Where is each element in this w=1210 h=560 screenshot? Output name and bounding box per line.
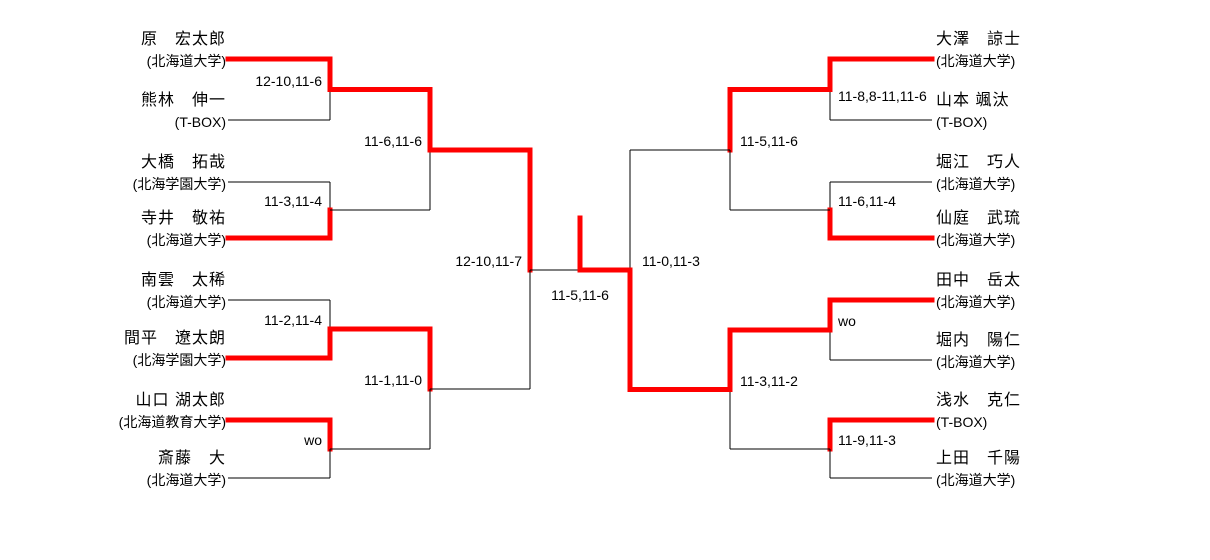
- player-name: 熊林 伸一: [140, 92, 226, 109]
- player-affiliation: (北海学園大学): [132, 352, 226, 368]
- round2-score: 11-5,11-6: [740, 132, 798, 149]
- semifinal-score: 11-0,11-3: [642, 253, 700, 269]
- player-affiliation: (北海道教育大学): [118, 414, 226, 430]
- player-affiliation: (北海道大学): [936, 354, 1016, 370]
- player-name: 間平 遼太朗: [123, 330, 226, 347]
- round1-score: 12-10,11-6: [255, 72, 322, 89]
- player-name: 山口 湖太郎: [135, 392, 226, 409]
- player-affiliation: (北海道大学): [146, 232, 226, 248]
- player-name: 斎藤 大: [157, 450, 226, 467]
- player-affiliation: (北海道大学): [146, 53, 226, 69]
- player-affiliation: (北海学園大学): [132, 176, 226, 192]
- round1-score: wo: [304, 432, 322, 448]
- round1-score: 11-6,11-4: [838, 193, 896, 209]
- player-affiliation: (北海道大学): [936, 294, 1016, 310]
- player-name: 上田 千陽: [936, 450, 1022, 467]
- player-name: 大澤 諒士: [936, 31, 1022, 48]
- player-name: 寺井 敬祐: [140, 210, 226, 227]
- player-name: 堀江 巧人: [936, 154, 1022, 171]
- player-affiliation: (北海道大学): [936, 53, 1016, 69]
- player-name: 大橋 拓哉: [140, 154, 226, 171]
- round1-score: wo: [838, 313, 856, 329]
- round1-score: 11-3,11-4: [264, 193, 322, 209]
- player-name: 田中 岳太: [936, 272, 1022, 289]
- round2-score: 11-6,11-6: [364, 132, 422, 149]
- round1-score: 11-8,8-11,11-6: [838, 87, 927, 104]
- player-name: 仙庭 武琉: [936, 210, 1022, 227]
- final-score: 11-5,11-6: [551, 287, 609, 303]
- player-affiliation: (T-BOX): [174, 114, 226, 130]
- round1-score: 11-2,11-4: [264, 312, 322, 328]
- player-affiliation: (北海道大学): [936, 176, 1016, 192]
- player-name: 原 宏太郎: [140, 31, 226, 48]
- player-affiliation: (北海道大学): [146, 294, 226, 310]
- player-name: 山本 颯汰: [936, 92, 1010, 109]
- player-name: 浅水 克仁: [936, 392, 1022, 409]
- player-name: 堀内 陽仁: [936, 332, 1022, 349]
- round2-score: 11-3,11-2: [740, 372, 798, 389]
- round2-score: 11-1,11-0: [364, 372, 422, 388]
- player-affiliation: (北海道大学): [146, 472, 226, 488]
- player-affiliation: (T-BOX): [936, 414, 988, 430]
- player-affiliation: (北海道大学): [936, 232, 1016, 248]
- player-affiliation: (北海道大学): [936, 472, 1016, 488]
- semifinal-score: 12-10,11-7: [455, 253, 522, 269]
- player-affiliation: (T-BOX): [936, 114, 988, 130]
- round1-score: 11-9,11-3: [838, 432, 896, 448]
- player-name: 南雲 太稀: [140, 272, 226, 289]
